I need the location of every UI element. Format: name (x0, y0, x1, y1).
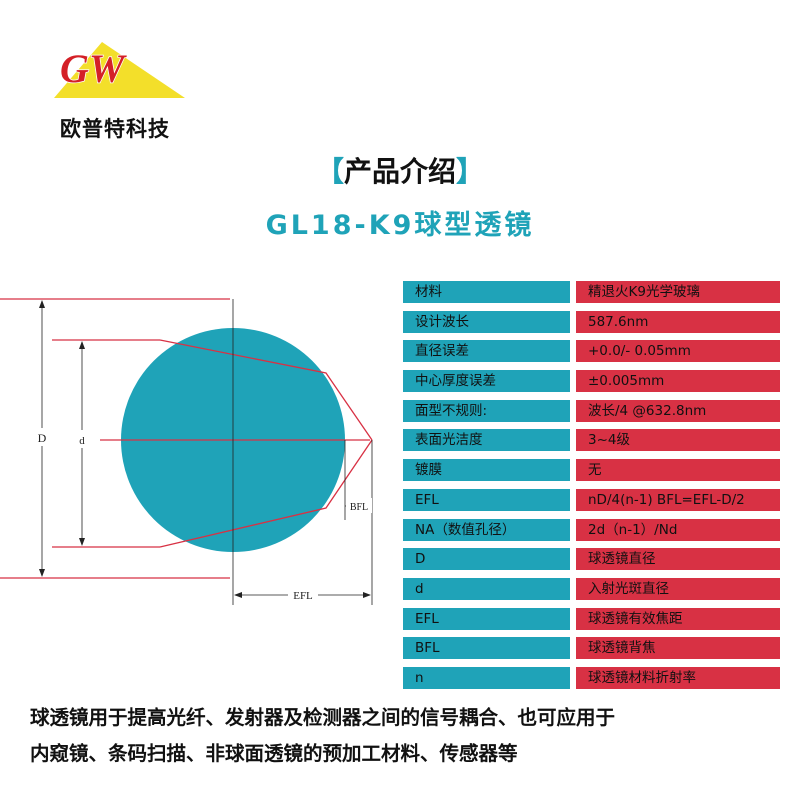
spec-label: 面型不规则: (403, 399, 570, 422)
company-logo: GW (54, 42, 185, 98)
spec-label: 直径误差 (403, 340, 570, 363)
efl-arrow-left (234, 592, 242, 598)
spec-row: 镀膜无 (403, 459, 780, 482)
upper-ray (159, 339, 373, 441)
spec-label: 材料 (403, 281, 570, 303)
spec-value: nD/4(n-1) BFL=EFL-D/2 (576, 488, 780, 511)
spec-label: 表面光洁度 (403, 429, 570, 452)
d-arrow-bottom (39, 569, 45, 577)
spec-value: 波长/4 @632.8nm (576, 399, 780, 422)
description-line: 内窥镜、条码扫描、非球面透镜的预加工材料、传感器等 (30, 742, 518, 765)
heading-title: 产品介绍 (343, 155, 456, 188)
spec-value: 2d（n-1）/Nd (576, 518, 780, 541)
product-title: GL18-K9球型透镜 (265, 210, 535, 241)
spec-value: ±0.005mm (576, 370, 780, 393)
spec-value: 无 (576, 459, 780, 482)
spec-label: 中心厚度误差 (403, 370, 570, 393)
section-heading: 【产品介绍】 (0, 150, 800, 190)
spec-value: 精退火K9光学玻璃 (576, 281, 780, 303)
spec-label: n (403, 666, 570, 689)
small-d-arrow-bottom (79, 538, 85, 546)
heading-bracket-left: 【 (315, 155, 344, 188)
spec-row: 表面光洁度 3~4级 (403, 429, 780, 452)
spec-row: 中心厚度误差 ±0.005mm (403, 370, 780, 393)
spec-row: D 球透镜直径 (403, 548, 780, 571)
spec-label: 镀膜 (403, 459, 570, 482)
spec-label: EFL (403, 488, 570, 511)
spec-row: 材料精退火K9光学玻璃 (403, 281, 780, 303)
bfl-label-bg (346, 498, 372, 513)
lower-ray (159, 439, 373, 548)
spec-value: +0.0/- 0.05mm (576, 340, 780, 363)
spec-table: 材料精退火K9光学玻璃 设计波长 587.6nm 直径误差 +0.0/- 0.05m… (403, 281, 780, 697)
dimension-label-d: d (79, 435, 85, 447)
brand-name: 欧普特科技 (60, 117, 170, 141)
spec-row: NA（数值孔径） 2d（n-1）/Nd (403, 518, 780, 541)
description-line: 球透镜用于提高光纤、发射器及检测器之间的信号耦合、也可应用于 (30, 706, 616, 729)
spec-label: 设计波长 (403, 310, 570, 333)
heading-bracket-right: 】 (456, 155, 485, 188)
dimension-label-efl: EFL (293, 590, 313, 602)
spec-value: 球透镜有效焦距 (576, 607, 780, 630)
spec-value: 587.6nm (576, 310, 780, 333)
spec-value: 入射光斑直径 (576, 577, 780, 600)
ball-lens-diagram: D d BFL EFL (0, 298, 373, 605)
spec-row: d 入射光斑直径 (403, 577, 780, 600)
spec-value: 球透镜直径 (576, 548, 780, 571)
spec-label: NA（数值孔径） (403, 518, 570, 541)
small-d-arrow-top (79, 341, 85, 349)
efl-label-bg (288, 587, 318, 603)
logo-triangle (54, 42, 185, 98)
spec-label: BFL (403, 637, 570, 660)
dimension-label-bfl: BFL (350, 502, 368, 513)
d-label-bg (32, 428, 52, 446)
spec-label: EFL (403, 607, 570, 630)
small-d-label-bg (74, 430, 90, 448)
spec-row: BFL 球透镜背焦 (403, 637, 780, 660)
spec-label: D (403, 548, 570, 571)
spec-label: d (403, 577, 570, 600)
spec-row: EFL nD/4(n-1) BFL=EFL-D/2 (403, 488, 780, 511)
spec-value: 球透镜材料折射率 (576, 666, 780, 689)
product-description: 球透镜用于提高光纤、发射器及检测器之间的信号耦合、也可应用于 内窥镜、条码扫描、… (30, 700, 790, 772)
spec-row: EFL 球透镜有效焦距 (403, 607, 780, 630)
spec-value: 3~4级 (576, 429, 780, 452)
spec-row: 设计波长 587.6nm (403, 310, 780, 333)
dimension-label-D: D (38, 431, 47, 445)
spec-row: 面型不规则: 波长/4 @632.8nm (403, 399, 780, 422)
spec-value: 球透镜背焦 (576, 637, 780, 660)
logo-text: GW (60, 46, 127, 91)
d-arrow-top (39, 300, 45, 308)
spec-row: 直径误差 +0.0/- 0.05mm (403, 340, 780, 363)
spec-row: n 球透镜材料折射率 (403, 666, 780, 689)
efl-arrow-right (363, 592, 371, 598)
